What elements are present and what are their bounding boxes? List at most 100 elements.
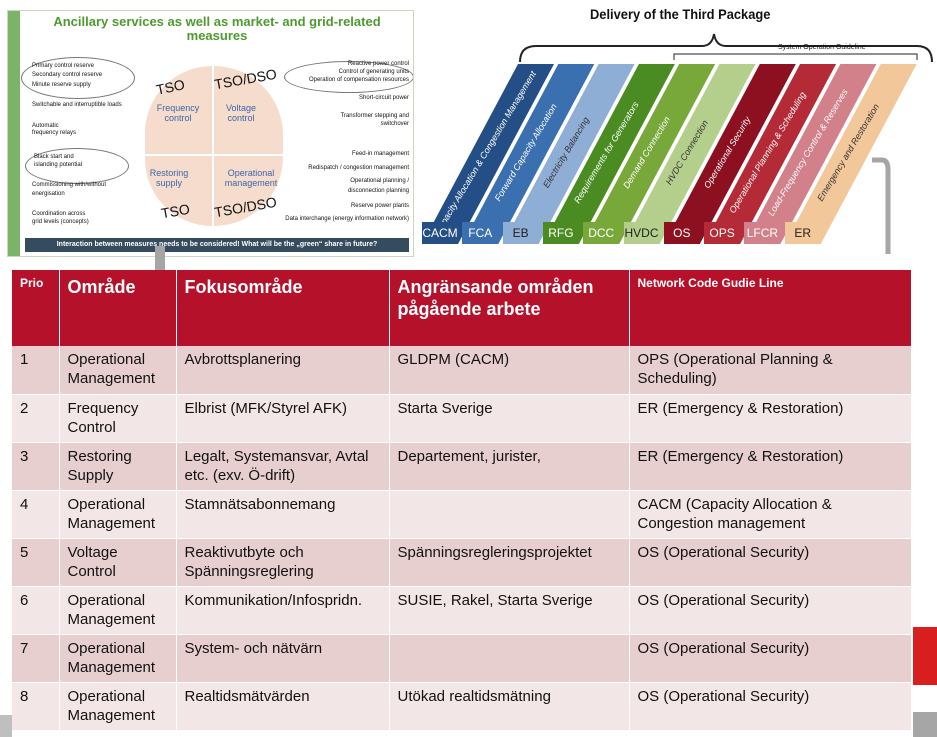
code-abbr-lfcr: LFCR xyxy=(744,222,781,244)
cell-fokus: Kommunikation/Infospridn. xyxy=(176,586,390,635)
item-primary-control: Primary control reserve xyxy=(32,63,95,69)
table-row: 7 Operational Management System- och nät… xyxy=(12,634,912,683)
label-voltage-control: Voltage control xyxy=(225,103,257,123)
cell-prio: 4 xyxy=(12,490,60,539)
red-side-tab xyxy=(913,627,937,685)
header-prio: Prio xyxy=(12,270,60,346)
item-coordination: Coordination across xyxy=(32,211,86,217)
item-switchover: switchover xyxy=(380,121,409,127)
cell-code: OPS (Operational Planning & Scheduling) xyxy=(629,346,912,395)
cell-code: OS (Operational Security) xyxy=(629,682,912,731)
green-side-bar xyxy=(8,11,20,256)
package-title: Delivery of the Third Package xyxy=(590,6,771,22)
item-commissioning: Commissioning with/without xyxy=(32,182,107,188)
cell-angransande: Spänningsregleringsprojektet xyxy=(389,538,630,587)
item-switchable-loads: Switchable and interruptible loads xyxy=(32,102,122,108)
cell-omrade: Frequency Control xyxy=(59,394,177,443)
item-grid-levels: grid levels (concepts) xyxy=(32,219,89,225)
cell-prio: 8 xyxy=(12,682,60,731)
oval-black-start xyxy=(25,148,129,184)
ancillary-services-panel: Ancillary services as well as market- an… xyxy=(7,10,414,257)
cell-angransande: Starta Sverige xyxy=(389,394,630,443)
table-row: 2 Frequency Control Elbrist (MFK/Styrel … xyxy=(12,394,912,443)
cell-angransande: Utökad realtidsmätning xyxy=(389,682,630,731)
code-bar-fca xyxy=(462,64,595,244)
bracket-sog xyxy=(673,53,918,60)
header-fokus: Fokusområde xyxy=(176,270,390,346)
cell-code: CACM (Capacity Allocation & Congestion m… xyxy=(629,490,912,539)
label-frequency-control: Frequency control xyxy=(156,103,200,123)
cell-fokus: Avbrottsplanering xyxy=(176,346,390,395)
cell-omrade: Restoring Supply xyxy=(59,442,177,491)
item-transformer: Transformer stepping and xyxy=(340,113,409,119)
cell-angransande xyxy=(389,634,630,683)
cell-prio: 7 xyxy=(12,634,60,683)
item-disconnection: disconnection planning xyxy=(347,188,409,194)
cell-code: ER (Emergency & Restoration) xyxy=(629,394,912,443)
item-minute-reserve: Minute reserve supply xyxy=(32,82,91,88)
priority-table: Prio Område Fokusområde Angränsande områ… xyxy=(12,270,912,731)
code-abbr-fca: FCA xyxy=(462,222,499,244)
item-short-circuit: Short-circuit power xyxy=(358,95,409,101)
table-row: 6 Operational Management Kommunikation/I… xyxy=(12,586,912,635)
code-bar-er xyxy=(784,64,917,244)
table-row: 8 Operational Management Realtidsmätvärd… xyxy=(12,682,912,731)
oval-reserves xyxy=(21,57,135,99)
item-secondary-control: Secondary control reserve xyxy=(32,72,103,78)
cell-fokus: Realtidsmätvärden xyxy=(176,682,390,731)
cell-code: OS (Operational Security) xyxy=(629,538,912,587)
table-row: 5 Voltage Control Reaktivutbyte och Spän… xyxy=(12,538,912,587)
cell-fokus: Reaktivutbyte och Spänningsreglering xyxy=(176,538,390,587)
header-network-code: Network Code Gudie Line xyxy=(629,270,912,346)
cell-omrade: Operational Management xyxy=(59,634,177,683)
item-energisation: energisation xyxy=(32,191,65,197)
grey-side-edge xyxy=(913,712,937,737)
network-codes-graphic: Capacity Allocation & Congestion Managem… xyxy=(422,33,933,254)
table-row: 3 Restoring Supply Legalt, Systemansvar,… xyxy=(12,442,912,491)
cell-fokus: Elbrist (MFK/Styrel AFK) xyxy=(176,394,390,443)
code-abbr-rfg: RFG xyxy=(542,222,579,244)
item-frequency-relays: frequency relays xyxy=(32,130,77,136)
item-redispatch: Redispatch / congestion management xyxy=(308,165,409,171)
cell-code: OS (Operational Security) xyxy=(629,586,912,635)
code-bar-dcc xyxy=(583,64,716,244)
code-abbr-ops: OPS xyxy=(704,222,741,244)
table-header-row: Prio Område Fokusområde Angränsande områ… xyxy=(12,270,912,346)
cell-code: ER (Emergency & Restoration) xyxy=(629,442,912,491)
code-abbr-eb: EB xyxy=(502,222,539,244)
code-abbr-cacm: CACM xyxy=(422,222,458,244)
code-abbr-dcc: DCC xyxy=(583,222,620,244)
cell-omrade: Operational Management xyxy=(59,346,177,395)
bracket-main xyxy=(519,33,933,63)
oval-reactive xyxy=(284,61,413,93)
table-row: 1 Operational Management Avbrottsplaneri… xyxy=(12,346,912,395)
item-feed-in: Feed-in management xyxy=(351,151,409,157)
cell-angransande: GLDPM (CACM) xyxy=(389,346,630,395)
sog-label: System Operation Guideline xyxy=(778,44,866,51)
panel-footer-bar: Interaction between measures needs to be… xyxy=(25,238,409,252)
cell-fokus: Stamnätsabonnemang xyxy=(176,490,390,539)
cell-prio: 2 xyxy=(12,394,60,443)
item-generating-units: Control of generating units xyxy=(338,69,409,75)
cell-prio: 1 xyxy=(12,346,60,395)
cell-fokus: System- och nätvärn xyxy=(176,634,390,683)
cell-omrade: Operational Management xyxy=(59,586,177,635)
item-reactive-power: Reactive power control xyxy=(347,61,409,67)
code-abbr-hvdc: HVDC xyxy=(623,222,660,244)
code-abbr-os: OS xyxy=(663,222,700,244)
item-black-start: Black start and xyxy=(34,154,74,160)
header-omrade: Område xyxy=(59,270,177,346)
item-automatic: Automatic xyxy=(32,123,59,129)
item-operational-planning: Operational planning / xyxy=(350,178,409,184)
cell-prio: 5 xyxy=(12,538,60,587)
cell-prio: 6 xyxy=(12,586,60,635)
item-reserve-plants: Reserve power plants xyxy=(350,203,409,209)
item-data-interchange: Data interchange (energy information net… xyxy=(285,216,409,222)
code-bar-cacm xyxy=(422,64,554,244)
label-operational-management: Operational management xyxy=(224,168,278,188)
bottom-left-shadow xyxy=(0,715,12,737)
code-bar-rfg xyxy=(542,64,675,244)
header-angransande: Angränsande områden pågående arbete xyxy=(389,270,630,346)
cell-omrade: Operational Management xyxy=(59,490,177,539)
code-bar-hvdc xyxy=(623,64,756,244)
